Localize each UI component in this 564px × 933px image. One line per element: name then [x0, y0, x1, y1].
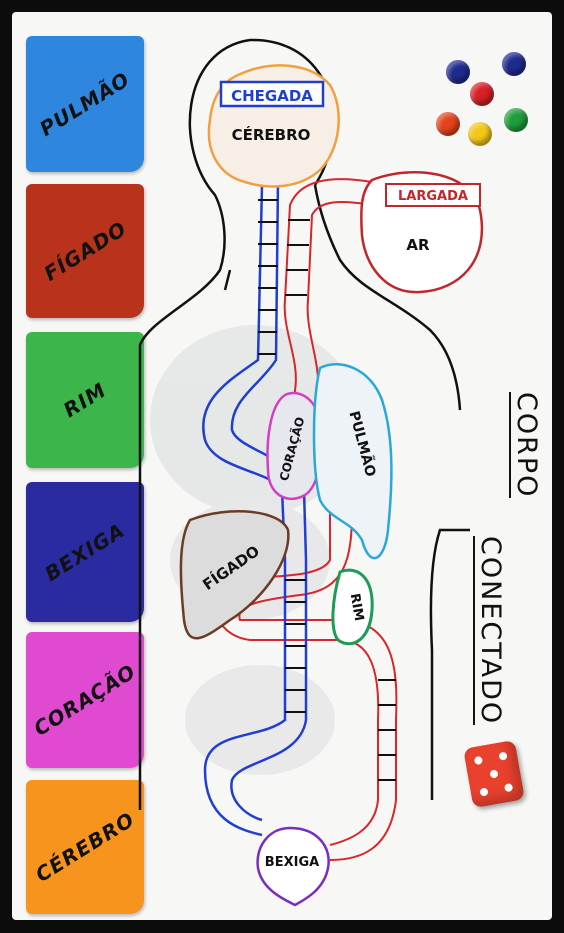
- die-pip: [504, 783, 513, 792]
- finish-label: LARGADA: [398, 189, 468, 204]
- die-pip: [489, 769, 498, 778]
- player-piece-red[interactable]: [470, 82, 494, 106]
- player-piece-blue-1[interactable]: [446, 60, 470, 84]
- player-piece-yellow[interactable]: [468, 122, 492, 146]
- air-label: AR: [406, 236, 430, 254]
- brain-label: CÉREBRO: [232, 125, 311, 144]
- player-piece-orange[interactable]: [436, 112, 460, 136]
- player-piece-blue-2[interactable]: [502, 52, 526, 76]
- die-pip: [498, 752, 507, 761]
- player-piece-green[interactable]: [504, 108, 528, 132]
- die-pip: [474, 756, 483, 765]
- lung-organ[interactable]: [314, 364, 391, 558]
- die[interactable]: [463, 740, 525, 808]
- title-line-1: CORPO: [509, 392, 542, 498]
- game-title: CORPO CONECTADO: [498, 384, 558, 764]
- die-pip: [479, 787, 488, 796]
- start-label: CHEGADA: [231, 87, 313, 105]
- title-line-2: CONECTADO: [473, 536, 506, 725]
- bladder-label: BEXIGA: [265, 855, 319, 870]
